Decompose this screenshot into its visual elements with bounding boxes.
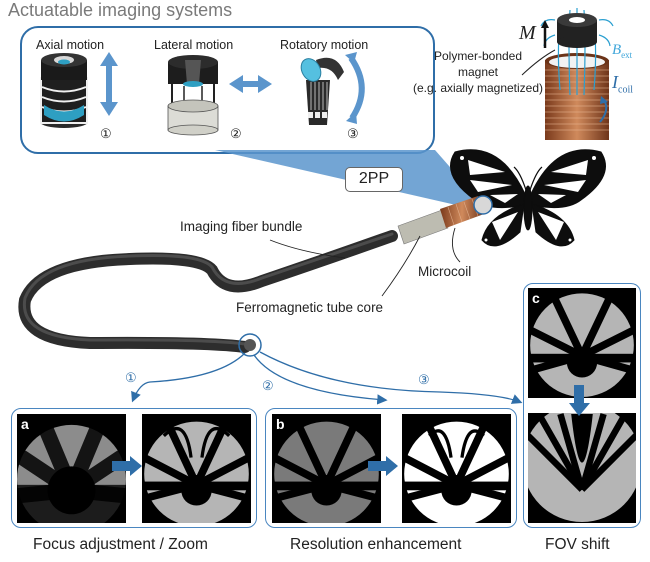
ferromagnetic-tube-core [397,209,449,245]
rotatory-motion-label: Rotatory motion [280,38,369,52]
panel-a-image-after [142,414,251,523]
axial-motion-label: Axial motion [36,38,105,52]
actuatable-systems-frame [20,26,435,154]
caption-resolution: Resolution enhancement [290,536,462,553]
panel-b-image-before: b [272,414,381,523]
lateral-double-arrow-icon [229,75,272,93]
imaging-fiber-bundle [18,230,398,353]
path-to-panel-a [131,352,246,403]
magnet-label-line1: Polymer-bonded [433,49,523,63]
caption-fov-shift: FOV shift [545,536,610,553]
fiber-bundle-label: Imaging fiber bundle [180,219,303,234]
microcoil-label: Microcoil [418,264,472,279]
field-symbol-text: B [612,42,622,58]
butterfly-wing-pattern [460,156,596,242]
magnet-label-line2: magnet [457,65,499,79]
panel-b-image-after [402,414,511,523]
panel-c-image-bottom [528,413,636,523]
current-symbol-text: I [612,72,618,92]
axial-actuator-icon [40,53,88,128]
path-to-panel-b [253,354,388,405]
figure-title: Actuatable imaging systems [8,0,233,20]
magnet-label: Polymer-bonded magnet (e.g. axially magn… [398,48,558,96]
panel-a-arrow-icon [112,456,142,476]
field-subscript: ext [621,50,633,60]
path-marker-1: ① [125,370,137,385]
panel-a-letter: a [21,416,29,432]
tube-core-label: Ferromagnetic tube core [236,300,384,315]
caption-focus-zoom: Focus adjustment / Zoom [33,536,208,553]
panel-c-image-top: c [528,288,636,398]
field-symbol: Bext [612,42,632,60]
distal-tip-highlight [473,195,493,215]
proximal-tip-highlight [238,333,262,357]
lateral-actuator-icon [167,55,219,136]
moment-symbol-text: M [519,22,536,44]
rotatory-actuator-icon [300,57,344,125]
panel-c-letter: c [532,290,540,306]
marker-1: ① [100,126,112,141]
path-marker-2: ② [262,378,274,393]
axial-double-arrow-icon [100,52,118,116]
magnet-label-line3: (e.g. axially magnetized) [412,81,544,95]
panel-b: b [265,408,517,528]
rotatory-curved-arrow-icon [348,56,365,120]
marker-2: ② [230,126,242,141]
panel-c-arrow-icon [569,385,590,416]
marker-3: ③ [347,126,359,141]
moment-arrow-icon [541,20,549,48]
microcoil-magnet-icon [540,8,614,140]
path-to-panel-c [259,351,523,404]
panel-b-letter: b [276,416,285,432]
path-marker-3: ③ [418,372,430,387]
lateral-motion-label: Lateral motion [154,38,234,52]
panel-b-arrow-icon [368,456,398,476]
current-symbol: Icoil [612,72,633,96]
2pp-label-box: 2PP [345,167,403,192]
microcoil [440,196,484,228]
current-subscript: coil [618,84,633,96]
moment-symbol: M [519,22,536,45]
panel-a-image-before: a [17,414,126,523]
